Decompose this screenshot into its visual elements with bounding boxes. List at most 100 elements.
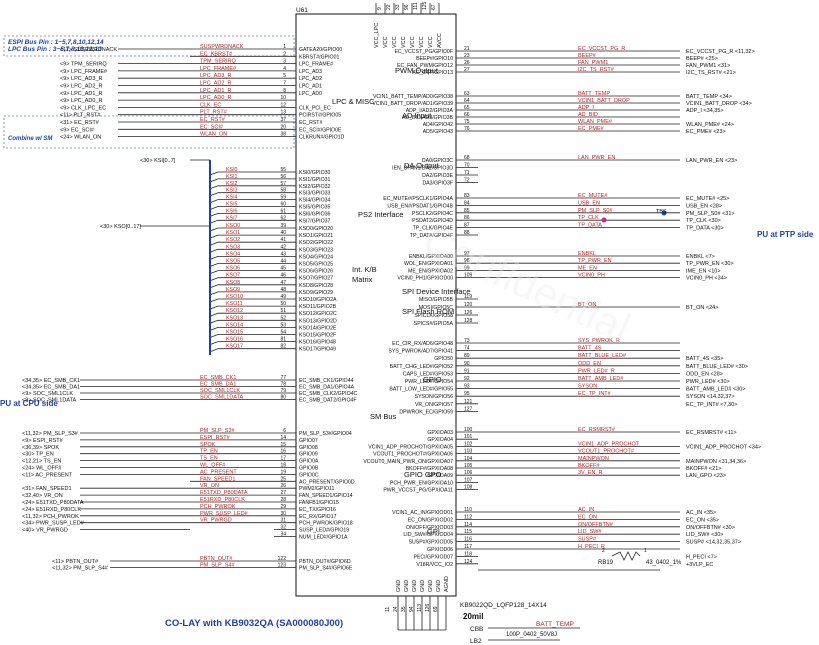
left-net-label: E51TXD_P80DATA bbox=[200, 490, 248, 496]
kb-net-label: KSO8 bbox=[226, 280, 240, 286]
bottom-pin-number: 11 bbox=[385, 607, 391, 612]
right-net-label: ME_EN bbox=[578, 265, 597, 271]
left-pin-number: 78 bbox=[280, 382, 286, 388]
left-pin-number: 8 bbox=[283, 88, 286, 94]
right-pin-number: 93 bbox=[464, 384, 470, 390]
kb-pin-name: KSI3/GPIO33 bbox=[299, 191, 331, 197]
top-pin-name: VCC bbox=[410, 36, 416, 48]
right-pin-name: DA3/GPIO3F bbox=[422, 181, 453, 187]
right-pin-name: V18R/VCC_IO2 bbox=[416, 562, 453, 568]
kb-bus-entry bbox=[209, 277, 219, 282]
kb-pin-name: KSI4/GPIO34 bbox=[299, 198, 331, 204]
top-pin-name: VCC bbox=[428, 36, 434, 48]
left-pin-name: SUSP_LED#/GPIO19 bbox=[299, 528, 349, 534]
kb-pin-name: KSO14/GPIO2E bbox=[299, 325, 337, 331]
kb-pin-number: 48 bbox=[280, 287, 286, 293]
left-pin-number: 80 bbox=[280, 395, 286, 401]
left-ext-label: <9> TPM_SERIRQ bbox=[60, 62, 107, 68]
kb-bus-entry bbox=[209, 298, 219, 303]
right-net-label: ODD_EN bbox=[578, 361, 601, 367]
right-ext-label: TP_PWR_EN <30> bbox=[686, 261, 734, 267]
left-net-label: SOC_SML1CLK bbox=[200, 388, 240, 394]
kb-bus-entry bbox=[209, 248, 219, 253]
right-ext-label: LAN_PWR_EN <23> bbox=[686, 158, 737, 164]
right-pin-name: VCOUT0_MAIN_PWR_ON/GPXIOA07 bbox=[363, 459, 453, 465]
section-label-gpio: GPIO bbox=[423, 375, 442, 384]
kb-pin-number: 42 bbox=[280, 244, 286, 250]
top-pin-name: VCC_LPC bbox=[374, 23, 380, 48]
resistor-pin2: 2 bbox=[602, 548, 605, 554]
right-pin-number: 64 bbox=[464, 98, 470, 104]
kb-pin-name: KSI1/GPIO31 bbox=[299, 177, 331, 183]
right-pin-number: 121 bbox=[464, 399, 473, 405]
right-ext-label: VCIN0_PH <34> bbox=[686, 276, 727, 282]
bus-notes: ESPI Bus Pin : 1~5,7,8,10,12,14 LPC Bus … bbox=[0, 39, 814, 629]
left-net-label: PWR_SUSP_LED# bbox=[200, 511, 249, 517]
left-pin-name: PM_SLP_S3#/GPIO04 bbox=[299, 431, 352, 437]
left-pin-name: EC_SMB_DAT2/GPIO4F bbox=[299, 398, 357, 404]
left-net-label: EC_SMB_DA1 bbox=[200, 382, 236, 388]
right-ext-label: IME_EN <10> bbox=[686, 268, 721, 274]
right-pin-name: VCIN1_BATT_TEMP/AD0/GPIO38 bbox=[373, 94, 453, 100]
right-ext-label: FAN_PWM1 <31> bbox=[686, 63, 730, 69]
kb-pin-name: KSO0/GPIO20 bbox=[299, 226, 333, 232]
right-pin-number: 99 bbox=[464, 265, 470, 271]
right-pin-number: 88 bbox=[464, 230, 470, 236]
left-net-label: CLK_EC bbox=[200, 102, 221, 108]
right-pin-name: PSCLK2/GPIO4C bbox=[412, 211, 453, 217]
right-ext-label: VCIN1_BATT_DROP <34> bbox=[686, 101, 752, 107]
section-label-da: DA Output bbox=[404, 161, 440, 170]
kb-net-label: KSO17 bbox=[226, 344, 243, 350]
right-net-label: EC_MUTE# bbox=[578, 193, 608, 199]
left-net-label: SPOK bbox=[200, 442, 216, 448]
left-pin-name: GPIO0B bbox=[299, 466, 319, 472]
left-net-label: FAN_SPEED1 bbox=[200, 476, 235, 482]
left-pin-name: NUM_LED#/GPIO1A bbox=[299, 535, 348, 541]
right-ext-label: BATT_AMB_LED# <30> bbox=[686, 387, 746, 393]
right-ext-label: ADP_I <34,35> bbox=[686, 108, 724, 114]
left-net-label: EC_SMB_CK1 bbox=[200, 375, 236, 381]
kb-pin-number: 44 bbox=[280, 259, 286, 265]
left-net-label: EC_KBRST# bbox=[200, 51, 233, 57]
bottom-pin-number: 94 bbox=[409, 606, 415, 612]
right-pin-name: WOL_EN/GPXIOA01 bbox=[404, 261, 453, 267]
left-ext-label: <9> LPC_AD0_R bbox=[60, 98, 103, 104]
left-net-label: LPC_FRAME# bbox=[200, 66, 237, 72]
kb-pin-number: 39 bbox=[280, 223, 286, 229]
left-ext-label: <9> LPC_AD2_R bbox=[60, 84, 103, 90]
kb-pin-number: 45 bbox=[280, 266, 286, 272]
right-pin-name: VCIN1_BATT_DROP/AD1/GPIO39 bbox=[372, 101, 453, 107]
left-pin-number: 5 bbox=[283, 73, 286, 79]
right-ext-label: LID_SW# <30> bbox=[686, 532, 724, 538]
right-pin-name: MISO/GPIO5B bbox=[419, 297, 454, 303]
right-pin-number: 105 bbox=[464, 463, 473, 469]
kb-pin-number: 41 bbox=[280, 237, 286, 243]
left-net-label: PCH_PWROK bbox=[200, 504, 236, 510]
left-pin-number: 25 bbox=[280, 476, 286, 482]
kb-bus-entry bbox=[209, 199, 219, 203]
right-ext-label: SUSP# <14,32,35,37> bbox=[686, 540, 741, 546]
right-pin-name: AD_BID/AD3/GPIO3B bbox=[402, 115, 454, 121]
right-pin-number: 108 bbox=[464, 485, 473, 491]
right-pin-number: 65 bbox=[464, 105, 470, 111]
right-net-label: BKOFF# bbox=[578, 463, 600, 469]
right-pin-name: VCOUT1_PROCHOT#/GPXIOA06 bbox=[373, 452, 453, 458]
section-label-pwm: PWM Output bbox=[395, 66, 439, 75]
left-ext-label: <11,32> PM_SLP_S4# bbox=[52, 566, 109, 572]
right-pin-number: 87 bbox=[464, 223, 470, 229]
right-ext-label: USB_EN <28> bbox=[686, 203, 722, 209]
bottom-pin-number: 35 bbox=[401, 606, 407, 612]
left-pin-name: PCIRST#/GPIO05 bbox=[299, 113, 341, 119]
kb-pin-number: 49 bbox=[280, 294, 286, 300]
left-ext-label: <11> SUSPWRDNACK bbox=[60, 47, 117, 53]
right-ext-label: ODD_EN <28> bbox=[686, 371, 723, 377]
top-pin-number: 125 bbox=[422, 1, 428, 10]
left-pin-name: FANFB1/GPIO15 bbox=[299, 500, 339, 506]
right-pin-number: 75 bbox=[464, 119, 470, 125]
right-pin-name: AD5/GPIO43 bbox=[423, 129, 453, 135]
left-pin-name: GPIO0C bbox=[299, 472, 319, 478]
resistor-ref: RB19 bbox=[598, 560, 614, 566]
left-pin-number: 18 bbox=[280, 463, 286, 469]
top-pin-number: 67 bbox=[431, 4, 437, 10]
